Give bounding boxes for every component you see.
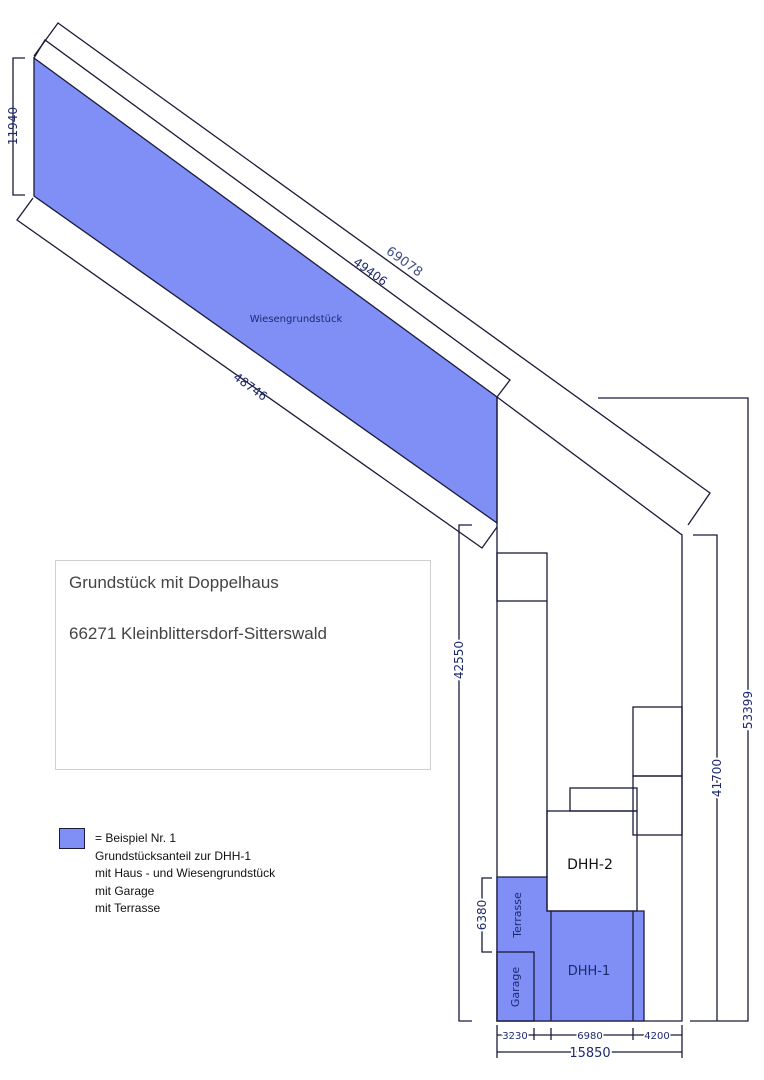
dim-lower-diagonal: 48746 <box>231 370 270 404</box>
info-box: Grundstück mit Doppelhaus 66271 Kleinbli… <box>55 560 431 770</box>
dim-left-height: 42550 <box>452 641 466 679</box>
dim-right-total-height: 53399 <box>741 691 755 729</box>
dim-garage-width: 3230 <box>502 1031 527 1042</box>
garage <box>496 951 535 1022</box>
dim-terrace-height: 6380 <box>475 900 489 931</box>
legend-line: mit Haus - und Wiesengrundstück <box>95 866 276 880</box>
info-title: Grundstück mit Doppelhaus <box>69 573 279 592</box>
dim-total-width: 15850 <box>569 1046 610 1061</box>
legend-line: mit Terrasse <box>95 901 161 915</box>
dim-upper-diagonal: 49406 <box>351 255 390 289</box>
dim-right-width: 4200 <box>644 1031 669 1042</box>
building-upper <box>496 552 548 602</box>
dim-right-height: 41700 <box>710 759 724 797</box>
legend: = Beispiel Nr. 1 Grundstücksanteil zur D… <box>95 830 275 918</box>
info-address: 66271 Kleinblittersdorf-Sitterswald <box>69 624 327 643</box>
label-dhh2: DHH-2 <box>567 857 613 873</box>
dim-left-width: 11940 <box>6 107 20 145</box>
dim-house-width: 6980 <box>577 1031 602 1042</box>
label-meadow: Wiesengrundstück <box>250 314 343 325</box>
label-dhh1: DHH-1 <box>568 964 611 979</box>
legend-line: Grundstücksanteil zur DHH-1 <box>95 848 252 863</box>
legend-line: = Beispiel Nr. 1 <box>95 831 177 845</box>
legend-line: mit Garage <box>95 883 155 898</box>
label-terrace: Terrasse <box>511 892 524 939</box>
meadow-area <box>33 56 498 525</box>
legend-swatch <box>59 828 85 849</box>
lot-outline <box>496 396 683 1022</box>
label-garage: Garage <box>509 967 522 1008</box>
